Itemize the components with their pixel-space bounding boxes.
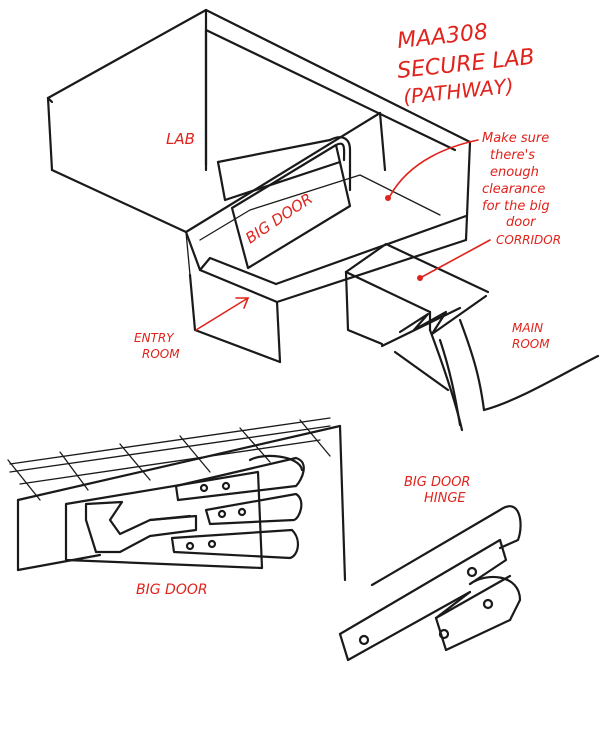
entry-room-arrow: [196, 298, 248, 330]
note-arrow: [390, 140, 478, 196]
note-line5: for the big: [482, 199, 550, 214]
big-door-panel: [218, 137, 350, 268]
big-door-sign: BIG DOOR: [242, 190, 316, 248]
main-room-line1: MAIN: [512, 321, 543, 335]
big-door-caption: BIG DOOR: [136, 582, 208, 598]
big-door-hinges: [172, 456, 304, 558]
corridor-arrow-dot: [417, 275, 423, 281]
corridor-label: CORRIDOR: [496, 233, 561, 247]
note-line4: clearance: [482, 182, 545, 197]
note-line6: door: [506, 215, 537, 230]
lab-label: LAB: [166, 130, 195, 148]
note-line2: there's: [490, 148, 535, 163]
main-room: [395, 320, 598, 430]
note-line1: Make sure: [482, 131, 549, 146]
corridor: [346, 244, 488, 346]
hinge-line2: HINGE: [424, 491, 466, 506]
title-line1: MAA308: [396, 20, 489, 54]
big-door-slab: [66, 472, 262, 568]
main-room-line2: ROOM: [512, 337, 550, 351]
note-arrow-dot: [385, 195, 391, 201]
entry-room-line1: ENTRY: [134, 331, 175, 345]
note-line3: enough: [490, 165, 539, 180]
hinge-line1: BIG DOOR: [404, 475, 470, 490]
hinge-detail: [340, 506, 521, 660]
corridor-arrow: [420, 240, 490, 278]
entry-room-line2: ROOM: [142, 347, 180, 361]
